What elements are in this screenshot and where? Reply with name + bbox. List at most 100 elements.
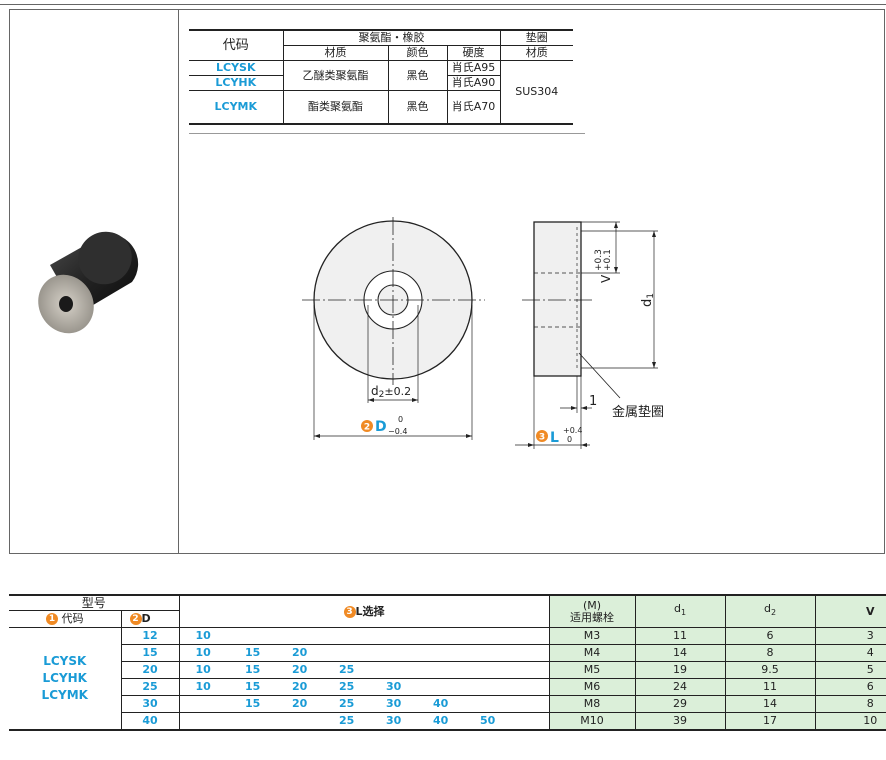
l-option	[417, 644, 465, 662]
svg-text:+0.1: +0.1	[603, 249, 613, 271]
l-option: 25	[323, 678, 371, 696]
d1-value: 11	[634, 627, 726, 645]
material-table: 代码 聚氨酯・橡胶 垫圈 材质 颜色 硬度 材质 LCYSK 乙醚类聚氨酯 黑色…	[189, 29, 573, 125]
v-value: 5	[814, 661, 886, 679]
d-value: 20	[120, 661, 180, 679]
code-item: LCYSK	[43, 654, 87, 668]
svg-text:d2±0.2: d2±0.2	[371, 384, 411, 400]
l-option	[511, 678, 550, 696]
l-option: 50	[464, 712, 512, 731]
l-option	[178, 712, 230, 731]
d-value: 12	[120, 627, 180, 645]
l-option	[464, 695, 512, 713]
m-value: M3	[548, 627, 636, 645]
pu-group-header: 聚氨酯・橡胶	[282, 30, 500, 46]
l-option	[370, 644, 418, 662]
side-rect	[533, 221, 582, 377]
technical-drawing: d2±0.2 2 D 0 −0.4 V +0.3 +0.1 d1 1 金属垫圈 …	[302, 217, 664, 449]
l-option	[229, 627, 277, 645]
d2-value: 8	[724, 644, 816, 662]
code-header: 代码	[189, 30, 283, 61]
l-option: 10	[178, 644, 230, 662]
v-header: V	[814, 595, 886, 628]
code-item: LCYHK	[42, 671, 87, 685]
l-option: 10	[178, 627, 230, 645]
l-option: 20	[276, 661, 324, 679]
l-option: 30	[370, 678, 418, 696]
l-option: 40	[417, 712, 465, 731]
l-option	[464, 678, 512, 696]
m-value: M8	[548, 695, 636, 713]
l-option: 25	[323, 661, 371, 679]
svg-text:1: 1	[589, 394, 597, 409]
hardness-col: 硬度	[446, 45, 500, 61]
d2-value: 17	[724, 712, 816, 731]
d2-value: 14	[724, 695, 816, 713]
svg-text:−0.4: −0.4	[388, 427, 407, 436]
l-option	[417, 661, 465, 679]
product-frame	[9, 9, 885, 554]
m-header: (M)适用螺栓	[548, 595, 636, 628]
d2-value: 9.5	[724, 661, 816, 679]
hardness-a90: 肖氏A90	[446, 75, 500, 91]
m-value: M6	[548, 678, 636, 696]
l-option	[370, 661, 418, 679]
l-option	[417, 627, 465, 645]
l-option	[323, 644, 371, 662]
l-option	[511, 644, 550, 662]
l-option: 20	[276, 695, 324, 713]
l-option: 15	[229, 644, 277, 662]
l-option	[370, 627, 418, 645]
code-lcyhk: LCYHK	[189, 75, 283, 91]
l-option: 30	[370, 712, 418, 731]
svg-text:0: 0	[567, 435, 572, 444]
m-value: M4	[548, 644, 636, 662]
hardness-a95: 肖氏A95	[446, 60, 500, 76]
m-value: M5	[548, 661, 636, 679]
svg-text:+0.3: +0.3	[594, 249, 604, 271]
l-option: 20	[276, 678, 324, 696]
l-option: 25	[323, 712, 371, 731]
l-option	[323, 627, 371, 645]
svg-text:D: D	[375, 419, 387, 435]
d1-value: 14	[634, 644, 726, 662]
l-option: 10	[178, 661, 230, 679]
l-option	[464, 627, 512, 645]
washer-group-header: 垫圈	[499, 30, 573, 46]
l-option	[276, 712, 324, 731]
d1-value: 19	[634, 661, 726, 679]
washer-material-col: 材质	[499, 45, 573, 61]
d1-header: d1	[634, 595, 726, 628]
l-option	[276, 627, 324, 645]
material-ester: 酯类聚氨酯	[282, 90, 388, 124]
l-option	[178, 695, 230, 713]
top-rule	[0, 4, 886, 5]
l-option: 25	[323, 695, 371, 713]
color-col: 颜色	[387, 45, 447, 61]
l-option: 15	[229, 661, 277, 679]
svg-text:2: 2	[364, 423, 370, 433]
color-black-2: 黑色	[387, 90, 447, 124]
l-option: 10	[178, 678, 230, 696]
l-option: 15	[229, 678, 277, 696]
l-option: 15	[229, 695, 277, 713]
l-option	[417, 678, 465, 696]
svg-text:V: V	[599, 274, 613, 283]
d2-value: 6	[724, 627, 816, 645]
v-value: 6	[814, 678, 886, 696]
m-value: M10	[548, 712, 636, 731]
d2-header: d2	[724, 595, 816, 628]
l-option	[464, 661, 512, 679]
code-header: 1 代码	[9, 610, 121, 628]
v-value: 8	[814, 695, 886, 713]
code-lcymk: LCYMK	[214, 100, 258, 113]
d-value: 40	[120, 712, 180, 731]
svg-text:0: 0	[398, 415, 403, 424]
d1-value: 29	[634, 695, 726, 713]
v-value: 4	[814, 644, 886, 662]
